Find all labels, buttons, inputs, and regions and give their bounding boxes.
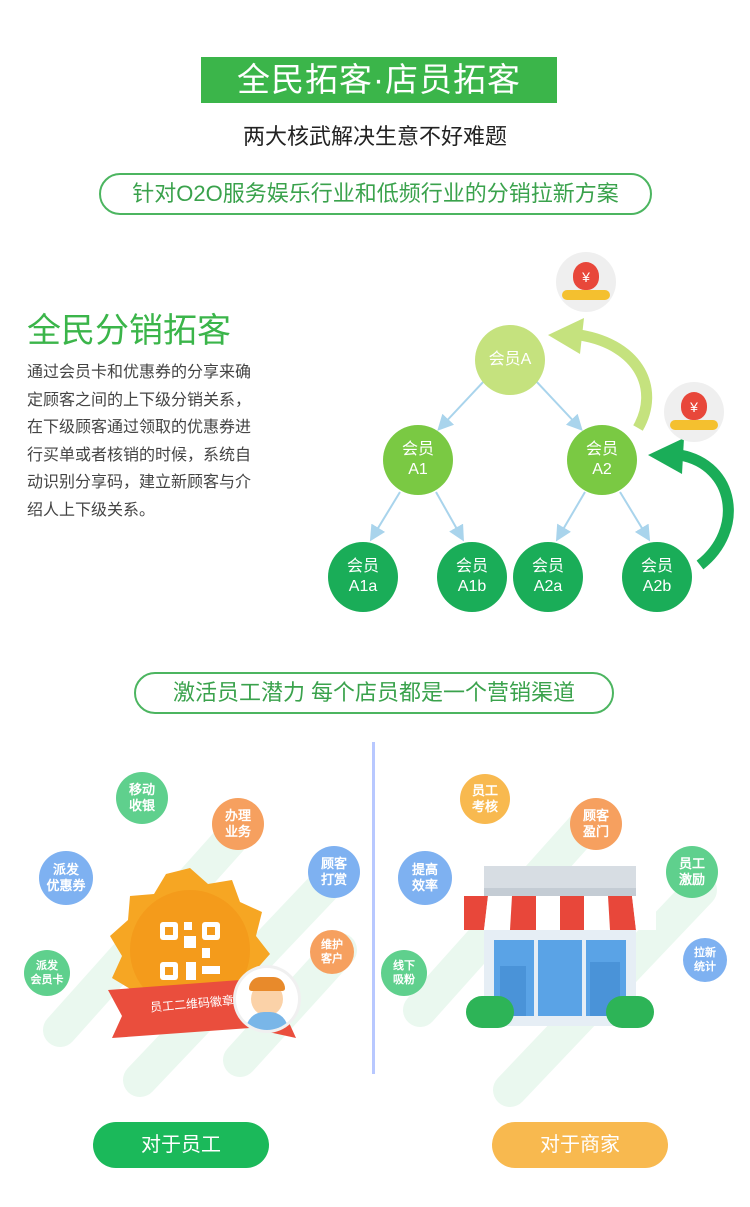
money-bag-icon: ¥ [556,252,616,312]
node-label: A1b [457,578,487,595]
node-label: A2b [642,578,672,595]
node-label: 会员 [455,558,488,575]
section-heading: 全民分销拓客 [27,312,231,350]
member-node-a1a: 会员 A1a [328,542,398,612]
column-divider [372,742,375,1074]
bubble-customer-visit: 顾客 盈门 [570,798,622,850]
node-label: 会员 [640,558,673,575]
bubble-new-stats: 拉新 统计 [683,938,727,982]
paragraph-line: 定顾客之间的上下级分销关系， [27,391,252,409]
member-node-a: 会员A [475,325,545,395]
member-node-a2a: 会员 A2a [513,542,583,612]
bubble-mobile-cashier: 移动 收银 [116,772,168,824]
paragraph-line: 绍人上下级关系。 [27,501,156,519]
member-node-a1: 会员 A1 [383,425,453,495]
bubble-maintain-customer: 维护 客户 [310,930,354,974]
member-node-a2b: 会员 A2b [622,542,692,612]
connector-line [369,491,401,542]
connector-line [555,491,586,542]
money-bag-icon: ¥ [664,382,724,442]
member-node-a2: 会员 A2 [567,425,637,495]
node-label: 会员A [488,351,532,368]
connector-line [437,379,486,431]
connector-line [534,379,583,431]
bubble-improve-efficiency: 提高 效率 [398,851,452,905]
tagline-pill-2: 激活员工潜力 每个店员都是一个营销渠道 [134,672,614,714]
return-arrowhead-dark [648,438,684,474]
currency-glyph: ¥ [573,262,599,290]
for-staff-button[interactable]: 对于员工 [93,1122,269,1168]
connector-line [619,491,651,542]
bubble-distribute-coupon: 派发 优惠券 [39,851,93,905]
paragraph-line: 通过会员卡和优惠券的分享来确 [27,364,252,381]
connector-line [435,491,464,542]
page-title: 全民拓客·店员拓客 [201,57,557,103]
tree-connectors [369,318,734,570]
node-label: 会员 [585,441,618,458]
node-label: 会员 [401,441,434,458]
bubble-customer-tip: 顾客 打赏 [308,846,360,898]
return-arrow-light [578,329,653,431]
bubble-handle-business: 办理 业务 [212,798,264,850]
member-node-a1b: 会员 A1b [437,542,507,612]
bubble-staff-incentive: 员工 激励 [666,846,718,898]
node-label: 会员 [346,558,379,575]
node-label: A1 [408,461,428,478]
currency-glyph: ¥ [681,392,707,420]
node-label: A2 [592,461,612,478]
bubble-staff-review: 员工 考核 [460,774,510,824]
return-arrow-dark [678,449,734,570]
tagline-pill: 针对O2O服务娱乐行业和低频行业的分销拉新方案 [99,173,652,215]
paragraph-line: 行买单或者核销的时候，系统自 [27,446,252,464]
section-paragraph: 通过会员卡和优惠券的分享来确 定顾客之间的上下级分销关系， 在下级顾客通过领取的… [27,359,317,524]
paragraph-line: 在下级顾客通过领取的优惠券进 [27,419,252,436]
node-label: 会员 [531,558,564,575]
return-arrowhead-light [548,318,584,354]
for-merchant-button[interactable]: 对于商家 [492,1122,668,1168]
node-label: A2a [533,578,563,595]
storefront-icon [464,866,656,1028]
bubble-offline-fans: 线下 吸粉 [381,950,427,996]
paragraph-line: 动识别分享码，建立新顾客与介 [27,474,252,491]
avatar [236,968,298,1030]
bubble-distribute-card: 派发 会员卡 [24,950,70,996]
page-subtitle: 两大核武解决生意不好难题 [242,124,507,149]
node-label: A1a [348,578,378,595]
